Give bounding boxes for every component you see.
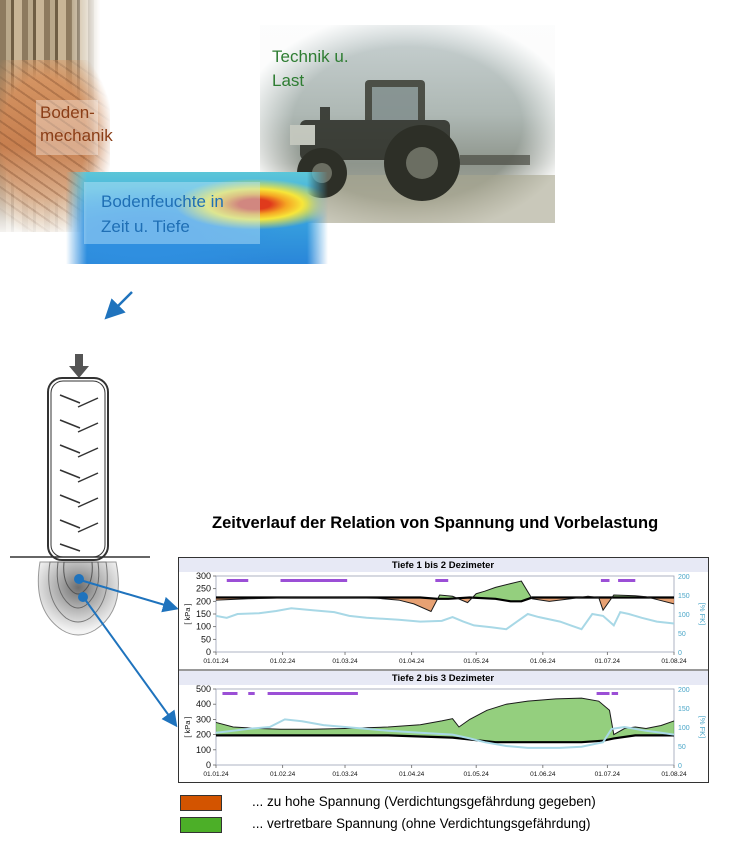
chart-header-band	[179, 671, 708, 685]
acceptable-stress-area	[216, 698, 674, 743]
moisture-label-background	[84, 182, 260, 244]
technology-load-label: Technik u. Last	[272, 47, 349, 90]
x-tick-label: 01.06.24	[530, 771, 556, 778]
event-marker-bar	[618, 579, 636, 582]
x-tick-label: 01.07.24	[595, 771, 621, 778]
x-tick-label: 01.03.24	[332, 771, 358, 778]
chart-title: Tiefe 2 bis 3 Dezimeter	[392, 673, 495, 684]
x-tick-label: 01.05.24	[464, 771, 490, 778]
y2-tick-label: 150	[678, 593, 690, 600]
y2-tick-label: 0	[678, 763, 682, 770]
chart-header-band	[179, 558, 708, 572]
x-tick-label: 01.04.24	[399, 771, 425, 778]
y-tick-label: 300	[196, 571, 211, 581]
event-marker-bar	[596, 692, 610, 695]
stress-line	[215, 697, 675, 736]
event-marker-bar	[611, 692, 619, 695]
event-marker-bar	[226, 579, 249, 582]
y2-axis-label: [% FK]	[698, 716, 707, 739]
y-tick-label: 200	[196, 596, 211, 606]
chart-title: Tiefe 1 bis 2 Dezimeter	[392, 560, 495, 571]
depth-point-1	[74, 574, 84, 584]
x-tick-label: 01.05.24	[464, 658, 490, 665]
soil-mechanics-label: Boden- mechanik	[40, 103, 113, 145]
y-tick-label: 250	[196, 584, 211, 594]
y-tick-label: 50	[201, 634, 211, 644]
x-tick-label: 01.01.24	[203, 658, 229, 665]
y2-tick-label: 150	[678, 706, 690, 713]
y2-tick-label: 100	[678, 612, 690, 619]
event-marker-bar	[280, 579, 348, 582]
x-tick-label: 01.06.24	[530, 658, 556, 665]
y2-tick-label: 0	[678, 650, 682, 657]
moisture-line	[215, 718, 675, 749]
figure-title: Zeitverlauf der Relation von Spannung un…	[212, 514, 659, 532]
y2-tick-label: 200	[678, 687, 690, 694]
soil-moisture-label: Bodenfeuchte in Zeit u. Tiefe	[101, 192, 224, 236]
x-tick-label: 01.04.24	[399, 658, 425, 665]
y2-tick-label: 100	[678, 725, 690, 732]
connector-arrow-depth-1	[79, 579, 179, 613]
y-tick-label: 200	[196, 730, 211, 740]
x-tick-label: 01.01.24	[203, 771, 229, 778]
soil-moisture-heatmap	[66, 172, 328, 264]
legend-swatch-acceptable	[180, 817, 222, 833]
event-marker-bar	[435, 579, 449, 582]
moisture-line	[215, 607, 675, 631]
stress-charts: Tiefe 1 bis 2 Dezimeter 0 50 100 150 200 250 30…	[178, 557, 709, 783]
chart-panel-depth-1: Tiefe 1 bis 2 Dezimeter 0 50 100 150 200 250 30…	[179, 558, 708, 665]
x-tick-label: 01.02.24	[270, 658, 296, 665]
connector-arrow-depth-2	[83, 597, 178, 728]
preload-line	[216, 596, 674, 603]
event-marker-bar	[600, 579, 610, 582]
x-tick-label: 01.02.24	[270, 771, 296, 778]
event-marker-bar	[222, 692, 238, 695]
y2-axis-label: [% FK]	[698, 603, 707, 626]
stress-line	[215, 580, 675, 613]
y-tick-label: 400	[196, 699, 211, 709]
y2-tick-label: 50	[678, 744, 686, 751]
y-tick-label: 100	[196, 622, 211, 632]
plot-area	[215, 575, 675, 653]
tractor-illustration	[260, 80, 555, 223]
y2-tick-label: 200	[678, 574, 690, 581]
tire-icon	[47, 377, 109, 561]
x-tick-label: 01.07.24	[595, 658, 621, 665]
x-tick-label: 01.08.24	[661, 658, 687, 665]
legend-label-acceptable: ... vertretbare Spannung (ohne Verdichtu…	[252, 816, 591, 831]
legend-swatch-excess	[180, 795, 222, 811]
x-tick-label: 01.03.24	[332, 658, 358, 665]
y2-tick-label: 50	[678, 631, 686, 638]
y-tick-label: 150	[196, 609, 211, 619]
y-axis-label: [ kPa ]	[183, 603, 192, 624]
y-tick-label: 100	[196, 745, 211, 755]
legend-label-excess: ... zu hohe Spannung (Verdichtungsgefähr…	[252, 794, 596, 809]
load-arrow-icon	[69, 354, 89, 378]
y-axis-label: [ kPa ]	[183, 716, 192, 737]
flow-arrow	[104, 291, 133, 320]
x-tick-label: 01.08.24	[661, 771, 687, 778]
event-marker-bar	[248, 692, 255, 695]
y-tick-label: 0	[206, 760, 211, 770]
event-marker-bar	[267, 692, 358, 695]
soil-label-background	[36, 100, 98, 155]
tractor-photo	[260, 25, 555, 223]
y-tick-label: 0	[206, 647, 211, 657]
preload-line	[216, 734, 674, 744]
chart-panel-depth-2: Tiefe 2 bis 3 Dezimeter01002003004005000…	[178, 669, 709, 778]
y-tick-label: 500	[196, 684, 211, 694]
y-tick-label: 300	[196, 714, 211, 724]
